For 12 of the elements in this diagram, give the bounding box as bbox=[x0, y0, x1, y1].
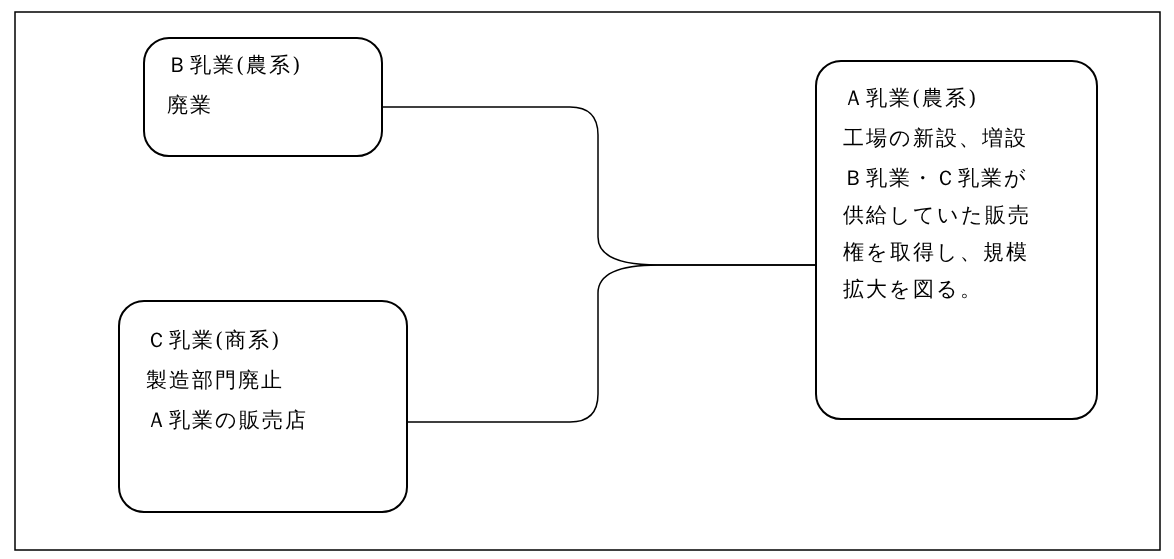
connector-line bbox=[407, 264, 816, 423]
box-text: Ａ乳業の販売店 bbox=[146, 407, 308, 434]
box-heading: Ｂ乳業(農系) bbox=[167, 52, 303, 79]
box-text: 製造部門廃止 bbox=[146, 367, 284, 394]
rounded-box bbox=[815, 60, 1098, 420]
box-text: 工場の新設、増設 bbox=[843, 125, 1028, 152]
box-heading: Ａ乳業(農系) bbox=[843, 85, 979, 112]
box-text: 廃業 bbox=[167, 92, 213, 119]
box-heading: Ｃ乳業(商系) bbox=[146, 327, 282, 354]
box-text: Ｂ乳業・Ｃ乳業が供給していた販売権を取得し、規模拡大を図る。 bbox=[843, 165, 1032, 303]
rounded-box bbox=[118, 300, 408, 513]
rounded-box bbox=[143, 37, 383, 157]
